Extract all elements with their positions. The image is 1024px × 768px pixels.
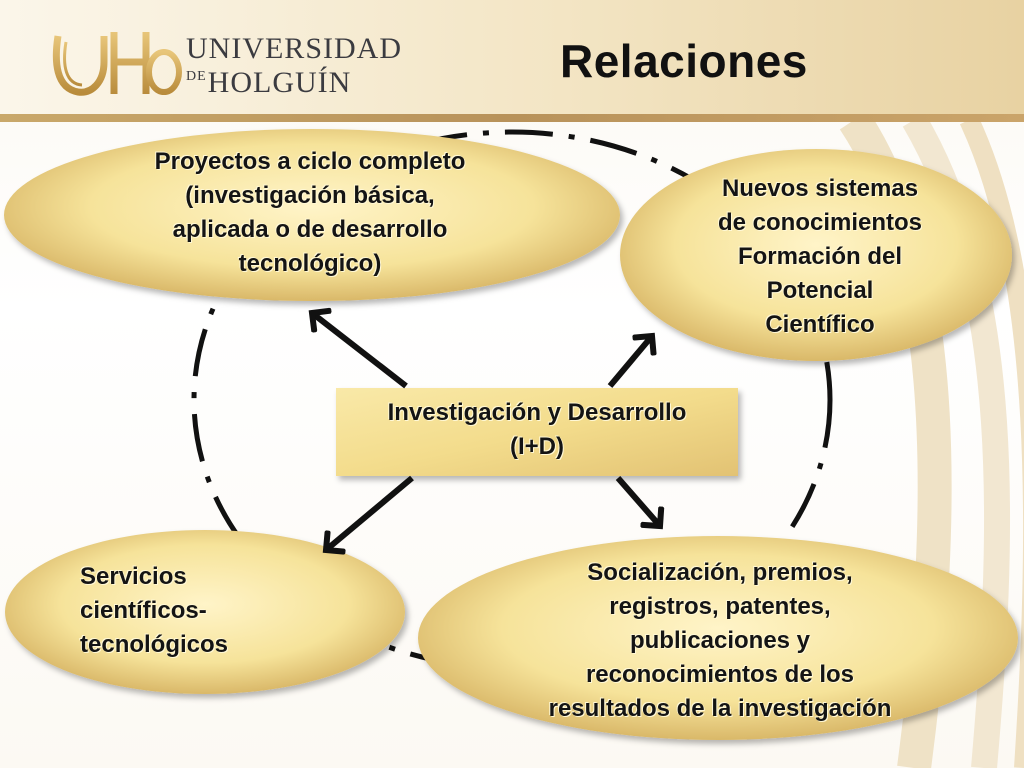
arrow-to-sistemas [607, 336, 652, 388]
node-ellipse-proyectos [4, 129, 620, 301]
uho-logo-mark [52, 32, 182, 96]
node-ellipse-socializacion [418, 536, 1018, 740]
logo-text-universidad: UNIVERSIDAD [186, 32, 402, 65]
logo-text-holguin-word: HOLGUÍN [207, 66, 352, 99]
university-logo: UNIVERSIDAD DEHOLGUÍN [52, 22, 401, 102]
logo-text-holguin: DEHOLGUÍN [186, 66, 351, 100]
header-band [0, 0, 1024, 122]
arrow-to-servicios [326, 475, 414, 550]
node-label-proyectos: Proyectos a ciclo completo (investigació… [154, 148, 466, 277]
center-box [336, 388, 738, 476]
logo-text-de: DE [186, 69, 207, 84]
node-label-socializacion: Socialización, premios, registros, paten… [548, 559, 892, 722]
node-ellipse-sistemas [620, 149, 1012, 361]
page-title: Relaciones [560, 35, 808, 87]
node-label-center: Investigación y Desarrollo (I+D) [387, 399, 687, 460]
header-divider [0, 114, 1024, 122]
arrow-to-socializacion [615, 476, 660, 526]
node-ellipse-servicios [5, 530, 405, 694]
node-label-sistemas: Nuevos sistemas de conocimientos Formaci… [717, 175, 923, 338]
arrow-to-proyectos [312, 313, 408, 389]
node-label-servicios: Servicios científicos- tecnológicos [80, 563, 229, 658]
